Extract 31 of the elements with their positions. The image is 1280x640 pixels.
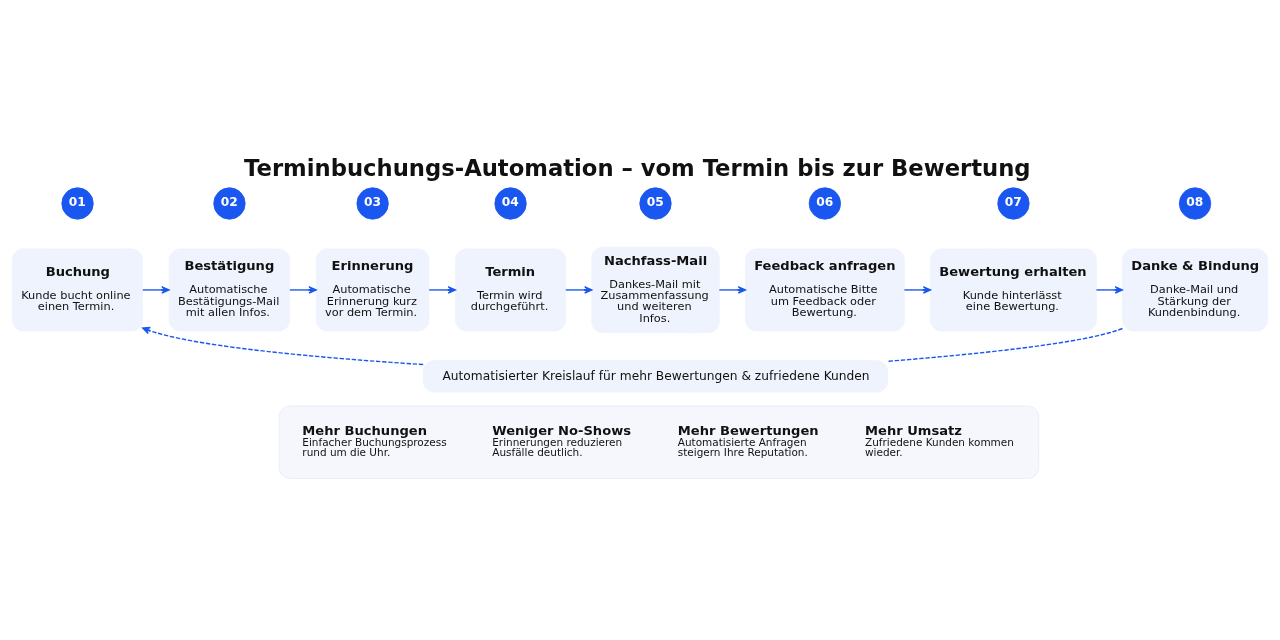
node-box: Buchung Kunde bucht online einen Termin. <box>12 247 143 331</box>
arrow <box>289 285 317 294</box>
node-circle: 04 <box>494 186 527 220</box>
node-circle: 03 <box>356 186 389 220</box>
node-circle: 07 <box>997 186 1030 220</box>
node-box: Bewertung erhalten Kunde hinterlässt eine Bewertung. <box>930 247 1097 331</box>
node-box: Nachfass-Mail Dankes-Mail mit Zusammenfassung und weiteren Infos. <box>591 246 720 333</box>
node-text: Weniger No-Shows Erinnerungen reduzieren Ausfälle deutlich. <box>492 422 632 458</box>
node-circle: 08 <box>1178 186 1212 220</box>
node-text: Mehr Umsatz Zufriedene Kunden kommen wieder. <box>865 422 1014 458</box>
arrow <box>428 285 456 294</box>
node-box: Feedback anfragen Automatische Bitte um Feedback oder Bewertung. <box>745 247 905 331</box>
connector <box>887 327 1124 362</box>
arrow <box>142 326 424 365</box>
arrow <box>1095 285 1123 294</box>
node-box: Automatisierter Kreislauf für mehr Bewertungen & zufriedene Kunden <box>422 359 889 393</box>
node-circle: 02 <box>213 186 246 220</box>
diagram-title: Terminbuchungs-Automation – vom Termin bis zur Bewertung <box>244 154 1031 181</box>
node-circle: 05 <box>639 186 672 220</box>
arrow <box>903 285 932 294</box>
node-circle: 06 <box>808 186 841 220</box>
arrow <box>718 285 746 294</box>
arrow <box>142 285 170 294</box>
node-box: Erinnerung Automatische Erinnerung kurz vor dem Termin. <box>315 247 430 331</box>
node-text: Mehr Buchungen Einfacher Buchungsprozess rund um die Uhr. <box>302 422 447 458</box>
node-box: Danke & Bindung Danke-Mail und Stärkung der Kundenbindung. <box>1122 247 1268 331</box>
node-text: Mehr Bewertungen Automatisierte Anfragen steigern Ihre Reputation. <box>677 422 819 458</box>
node-circle: 01 <box>61 186 94 220</box>
node-box: Termin Termin wird durchgeführt. <box>455 247 566 331</box>
arrow <box>565 285 593 294</box>
node-box: Bestätigung Automatische Bestätigungs-Mail mit allen Infos. <box>168 247 291 331</box>
